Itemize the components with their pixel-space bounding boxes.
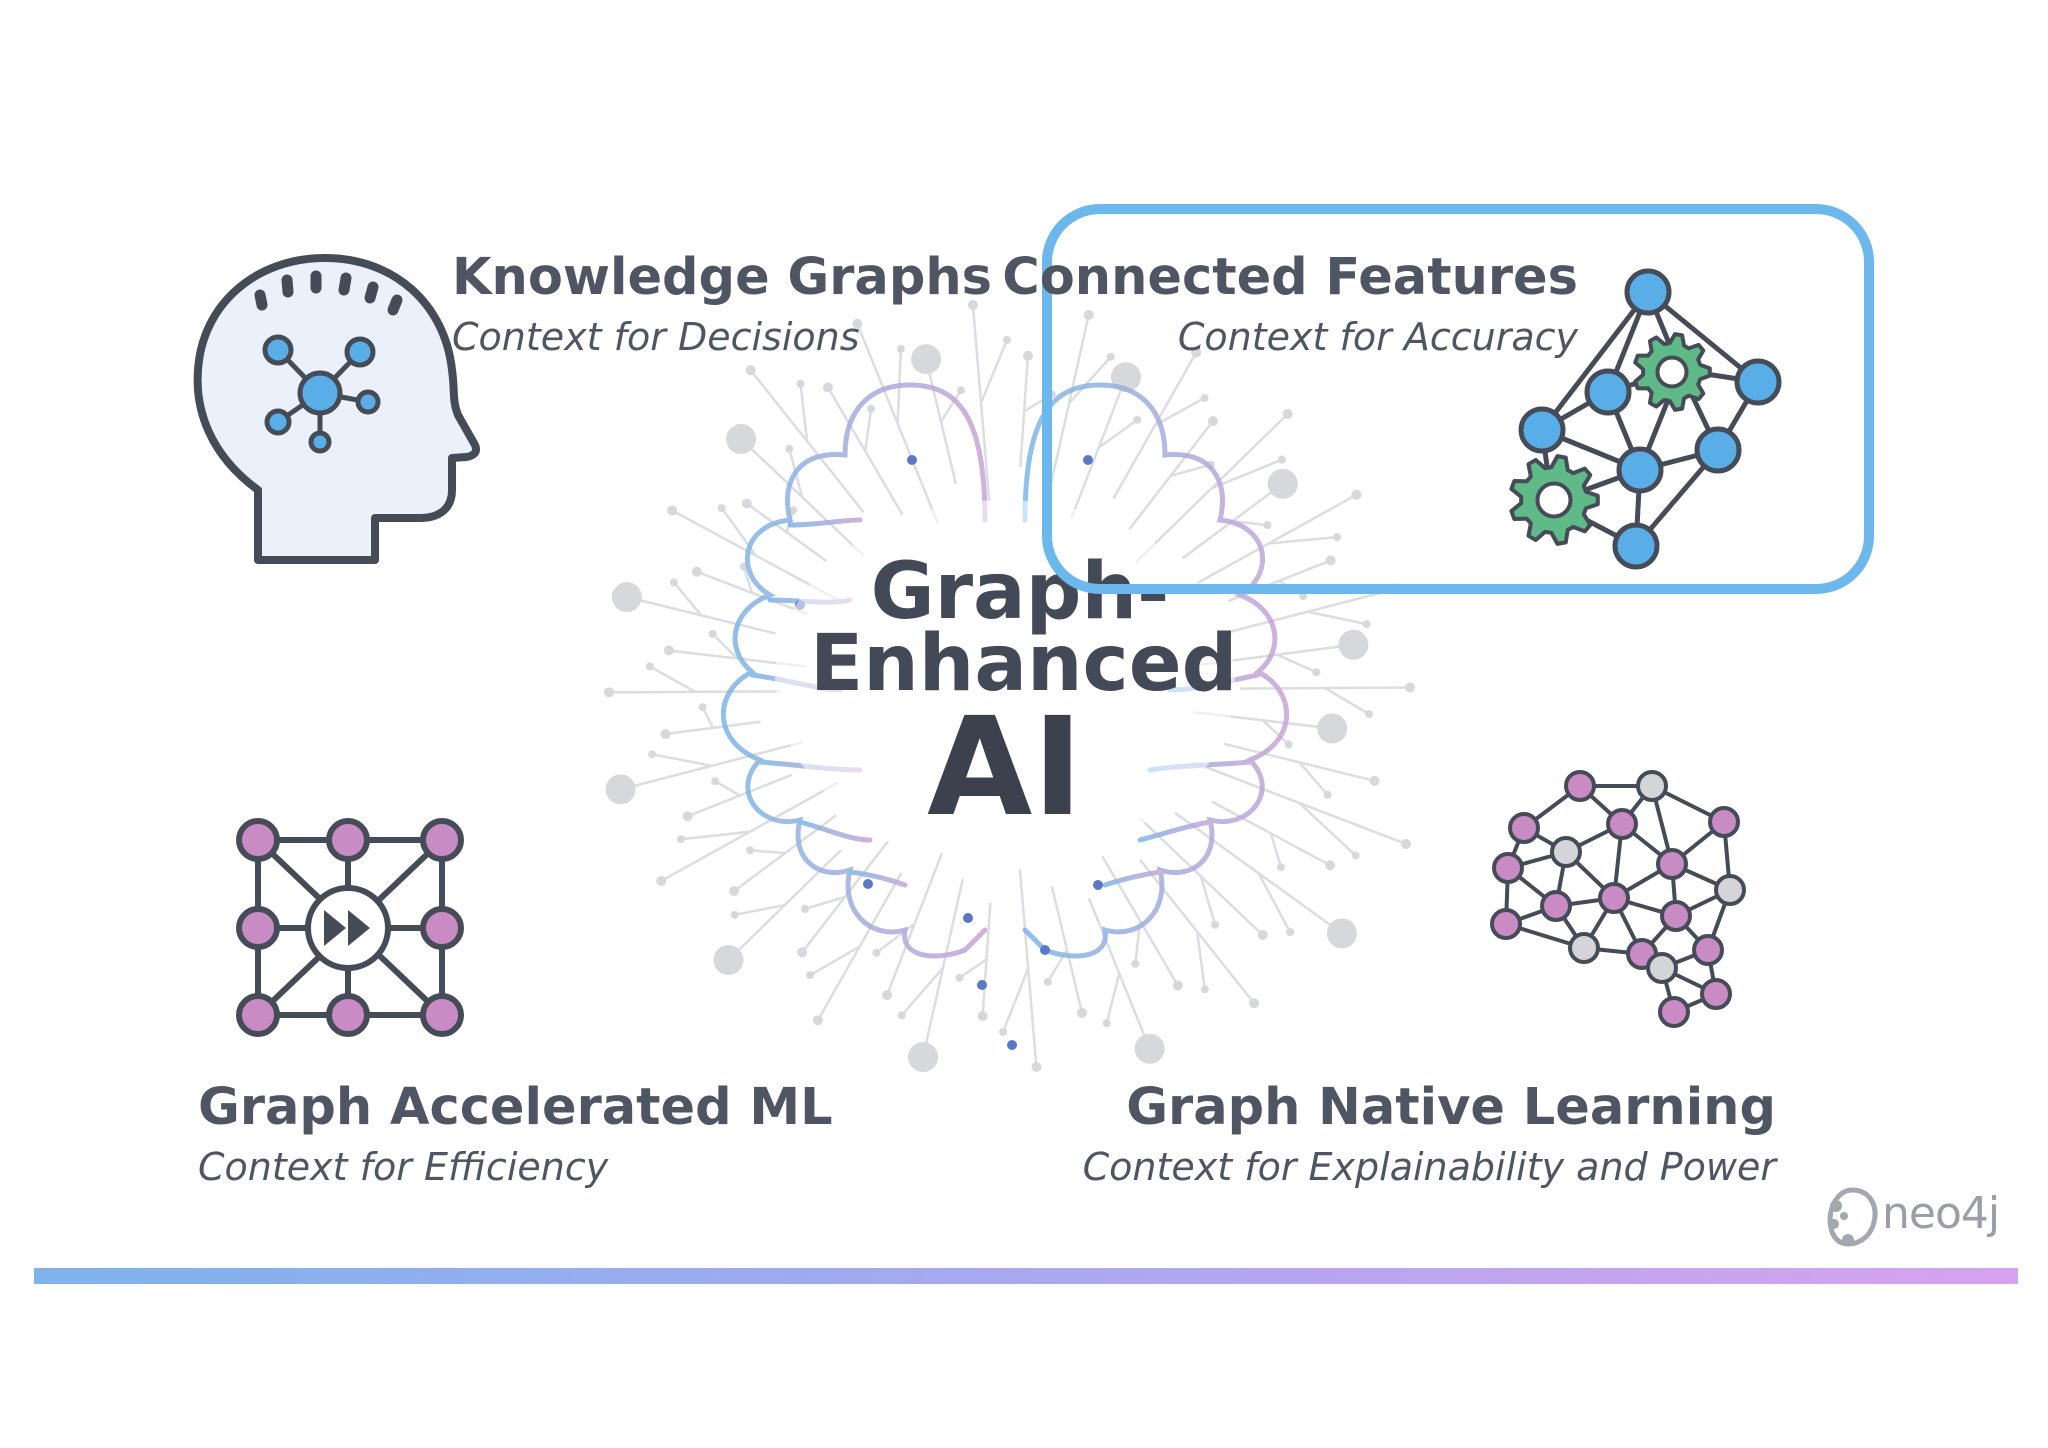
connected-features-highlight: [1042, 204, 1874, 594]
connected-features-subtitle: Context for Accuracy: [1177, 315, 1578, 359]
graph-native-learning-title: Graph Native Learning: [1126, 1078, 1776, 1137]
graph-accelerated-ml-title: Graph Accelerated ML: [198, 1078, 833, 1137]
connected-features-title: Connected Features: [1002, 248, 1578, 307]
knowledge-graphs-title: Knowledge Graphs: [452, 248, 993, 307]
head-network-icon: [193, 254, 480, 564]
neo4j-logo-icon: [1827, 1187, 1878, 1247]
knowledge-graphs-subtitle: Context for Decisions: [452, 315, 860, 359]
gear-icon: [1509, 332, 1712, 546]
center-title-line3: AI: [927, 689, 1083, 847]
graph-accelerated-ml-subtitle: Context for Efficiency: [198, 1145, 609, 1189]
bottom-gradient-bar: [34, 1268, 2018, 1284]
grid-fast-forward-icon: [236, 818, 464, 1037]
center-title-line2: Enhanced: [810, 619, 1238, 709]
neo4j-logo-text: neo4j: [1882, 1188, 2000, 1239]
graph-native-learning-subtitle: Context for Explainability and Power: [1082, 1145, 1776, 1189]
